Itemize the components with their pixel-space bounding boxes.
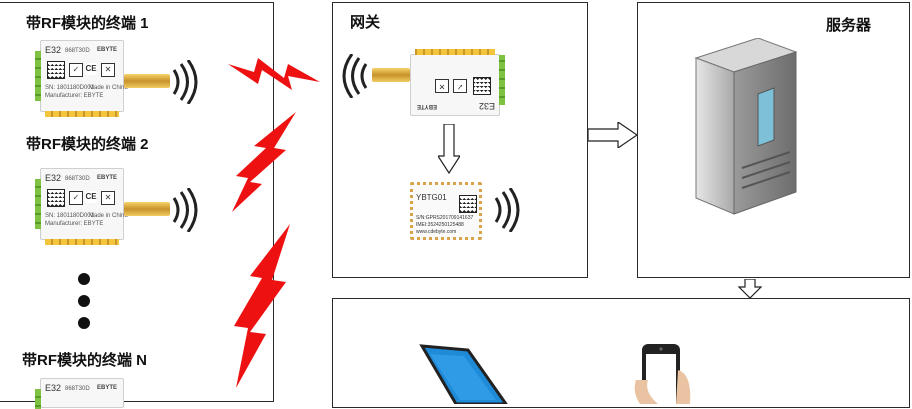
radio-wave-icon bbox=[494, 188, 520, 232]
module-submodel: 868T30D bbox=[65, 176, 90, 182]
terminal-1-label: 带RF模块的终端 1 bbox=[26, 15, 149, 32]
rf-module-gateway: E32 EBYTE ✓ ✕ bbox=[410, 49, 505, 116]
ellipsis-dot bbox=[78, 317, 90, 329]
ellipsis-dot bbox=[78, 273, 90, 285]
qr-code-icon bbox=[47, 61, 65, 79]
gprs-model: YBTG01 bbox=[416, 193, 447, 202]
ellipsis-dot bbox=[78, 295, 90, 307]
module-model: E32 bbox=[45, 45, 62, 55]
qr-code-icon bbox=[459, 195, 477, 213]
server-icon bbox=[694, 38, 798, 215]
gprs-website: www.cdebyte.com bbox=[416, 229, 457, 235]
gprs-imei: IMEI:3524250125488 bbox=[416, 222, 464, 228]
terminal-2-label: 带RF模块的终端 2 bbox=[26, 136, 149, 153]
gateway-title: 网关 bbox=[350, 14, 381, 31]
module-brand: EBYTE bbox=[96, 47, 117, 53]
module-brand: EBYTE bbox=[96, 175, 117, 181]
module-model: E32 bbox=[478, 101, 495, 111]
module-sn: SN: 1801180D001 bbox=[45, 85, 94, 91]
down-arrow-icon bbox=[738, 279, 762, 299]
antenna-connector-icon bbox=[124, 202, 170, 216]
module-model: E32 bbox=[45, 383, 62, 393]
wireless-bolt-icon bbox=[232, 112, 296, 212]
module-model: E32 bbox=[45, 173, 62, 183]
module-made-in: Made in China bbox=[89, 213, 128, 219]
module-brand: EBYTE bbox=[96, 385, 117, 391]
module-sn: SN: 1801180D001 bbox=[45, 213, 94, 219]
check-icon: ✓ bbox=[69, 63, 83, 77]
recycle-bin-icon: ✕ bbox=[101, 63, 115, 77]
check-icon: ✓ bbox=[453, 79, 467, 93]
radio-wave-icon bbox=[172, 60, 198, 104]
laptop-icon bbox=[419, 344, 508, 404]
terminal-n-label: 带RF模块的终端 N bbox=[22, 352, 147, 369]
module-manufacturer: Manufacturer: EBYTE bbox=[45, 221, 104, 227]
wireless-bolt-icon bbox=[234, 224, 290, 388]
antenna-connector-icon bbox=[124, 74, 170, 88]
check-icon: ✓ bbox=[69, 191, 83, 205]
gprs-module: YBTG01 S/N:GPRS201709141637 IMEI:3524250… bbox=[410, 182, 482, 240]
down-arrow-icon bbox=[438, 124, 460, 174]
module-submodel: 868T30D bbox=[65, 386, 90, 392]
module-manufacturer: Manufacturer: EBYTE bbox=[45, 93, 104, 99]
right-arrow-icon bbox=[588, 122, 638, 148]
gprs-sn: S/N:GPRS201709141637 bbox=[416, 215, 474, 221]
rf-module-terminal-1: E32 868T30D EBYTE ✓ CE ✕ SN: 1801180D001… bbox=[35, 40, 128, 117]
rf-module-terminal-n: E32 868T30D EBYTE bbox=[35, 378, 124, 409]
module-made-in: Made in China bbox=[89, 85, 128, 91]
wireless-bolt-icon bbox=[228, 58, 320, 90]
rf-module-terminal-2: E32 868T30D EBYTE ✓ CE ✕ SN: 1801180D001… bbox=[35, 168, 128, 245]
radio-wave-icon bbox=[342, 54, 368, 98]
ce-mark-icon: CE bbox=[85, 63, 97, 75]
server-title: 服务器 bbox=[826, 17, 872, 34]
radio-wave-icon bbox=[172, 188, 198, 232]
smartphone-icon bbox=[634, 344, 691, 404]
recycle-bin-icon: ✕ bbox=[101, 191, 115, 205]
recycle-bin-icon: ✕ bbox=[435, 79, 449, 93]
antenna-connector-icon bbox=[372, 68, 410, 82]
ce-mark-icon: CE bbox=[85, 191, 97, 203]
module-submodel: 868T30D bbox=[65, 48, 90, 54]
qr-code-icon bbox=[473, 77, 491, 95]
module-brand: EBYTE bbox=[417, 103, 438, 109]
qr-code-icon bbox=[47, 189, 65, 207]
